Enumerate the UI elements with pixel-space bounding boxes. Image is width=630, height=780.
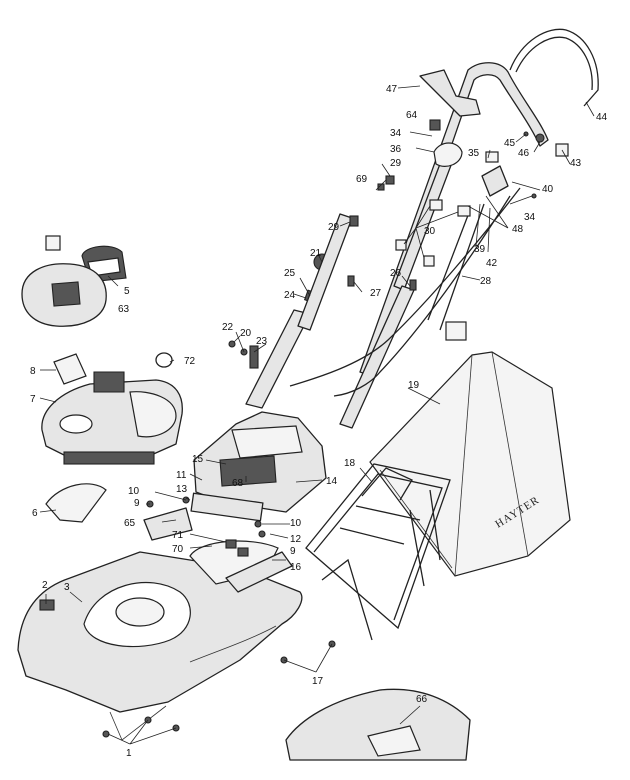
callout-label: 25 bbox=[284, 268, 296, 279]
upper-handle[interactable] bbox=[297, 62, 549, 429]
callout-label: 23 bbox=[256, 336, 268, 347]
mower-deck[interactable] bbox=[17, 551, 303, 741]
callout-label: 16 bbox=[290, 562, 302, 573]
callout-label: 12 bbox=[290, 534, 302, 545]
callout-label: 8 bbox=[30, 366, 36, 377]
callout-label: 11 bbox=[176, 470, 187, 481]
callout-label: 35 bbox=[468, 148, 480, 159]
callout-label: 70 bbox=[172, 544, 184, 555]
callout-label: 10 bbox=[290, 518, 302, 529]
drive-belt[interactable] bbox=[155, 352, 173, 368]
callout-label: 20 bbox=[240, 328, 252, 339]
callout-label: 42 bbox=[486, 258, 498, 269]
callout-label: 9 bbox=[290, 546, 296, 557]
callout-label: 5 bbox=[124, 286, 130, 297]
callout-label: 28 bbox=[480, 276, 492, 287]
callout-label: 65 bbox=[124, 518, 136, 529]
callout-label: 63 bbox=[118, 304, 130, 315]
callout-label: 26 bbox=[390, 268, 402, 279]
callout-label: 29 bbox=[328, 222, 340, 233]
pulley-guard[interactable] bbox=[45, 483, 107, 523]
callout-label: 68 bbox=[232, 478, 244, 489]
air-filter-cover[interactable] bbox=[53, 353, 87, 385]
callout-label: 14 bbox=[326, 476, 338, 487]
callout-label: 29 bbox=[390, 158, 402, 169]
callout-label: 71 bbox=[172, 530, 184, 541]
callout-label: 30 bbox=[424, 226, 436, 237]
callout-label: 9 bbox=[134, 498, 140, 509]
callout-label: 27 bbox=[370, 288, 382, 299]
battery-charger[interactable] bbox=[21, 235, 107, 327]
small-hardware bbox=[39, 131, 569, 738]
callout-label: 34 bbox=[390, 128, 402, 139]
callout-label: 17 bbox=[312, 676, 324, 687]
rear-housing[interactable] bbox=[193, 411, 327, 513]
top-control-lever[interactable] bbox=[419, 69, 481, 131]
callout-label: 69 bbox=[356, 174, 368, 185]
leader-lines bbox=[39, 85, 595, 745]
drive-control-box[interactable] bbox=[433, 142, 509, 197]
callout-label: 66 bbox=[416, 694, 428, 705]
callout-label: 6 bbox=[32, 508, 38, 519]
callout-labels: 1 2 3 5 6 7 8 9 9 10 10 11 12 13 14 15 1… bbox=[30, 84, 608, 759]
grass-collector-frame[interactable] bbox=[305, 463, 451, 641]
callout-label: 43 bbox=[570, 158, 582, 169]
control-cables bbox=[289, 187, 521, 397]
callout-label: 15 bbox=[192, 454, 204, 465]
callout-label: 3 bbox=[64, 582, 70, 593]
callout-label: 45 bbox=[504, 138, 516, 149]
callout-label: 40 bbox=[542, 184, 554, 195]
callout-label: 22 bbox=[222, 322, 234, 333]
callout-label: 13 bbox=[176, 484, 188, 495]
callout-label: 47 bbox=[386, 84, 398, 95]
callout-label: 72 bbox=[184, 356, 196, 367]
roller-assembly[interactable] bbox=[189, 492, 293, 593]
callout-label: 18 bbox=[344, 458, 356, 469]
callout-label: 2 bbox=[42, 580, 48, 591]
callout-label: 48 bbox=[512, 224, 524, 235]
callout-label: 46 bbox=[518, 148, 530, 159]
callout-label: 24 bbox=[284, 290, 296, 301]
callout-label: 36 bbox=[390, 144, 402, 155]
engine[interactable] bbox=[41, 371, 183, 465]
callout-label: 19 bbox=[408, 380, 420, 391]
callout-label: 44 bbox=[596, 112, 608, 123]
callout-label: 39 bbox=[474, 244, 486, 255]
operator-bail-bar[interactable] bbox=[509, 28, 599, 107]
height-adjust-bracket[interactable] bbox=[143, 507, 193, 541]
callout-label: 64 bbox=[406, 110, 418, 121]
callout-label: 34 bbox=[524, 212, 536, 223]
rear-deck-flap[interactable] bbox=[285, 688, 471, 761]
callout-label: 10 bbox=[128, 486, 140, 497]
callout-label: 21 bbox=[310, 248, 322, 259]
callout-label: 7 bbox=[30, 394, 36, 405]
callout-label: 1 bbox=[126, 748, 132, 759]
